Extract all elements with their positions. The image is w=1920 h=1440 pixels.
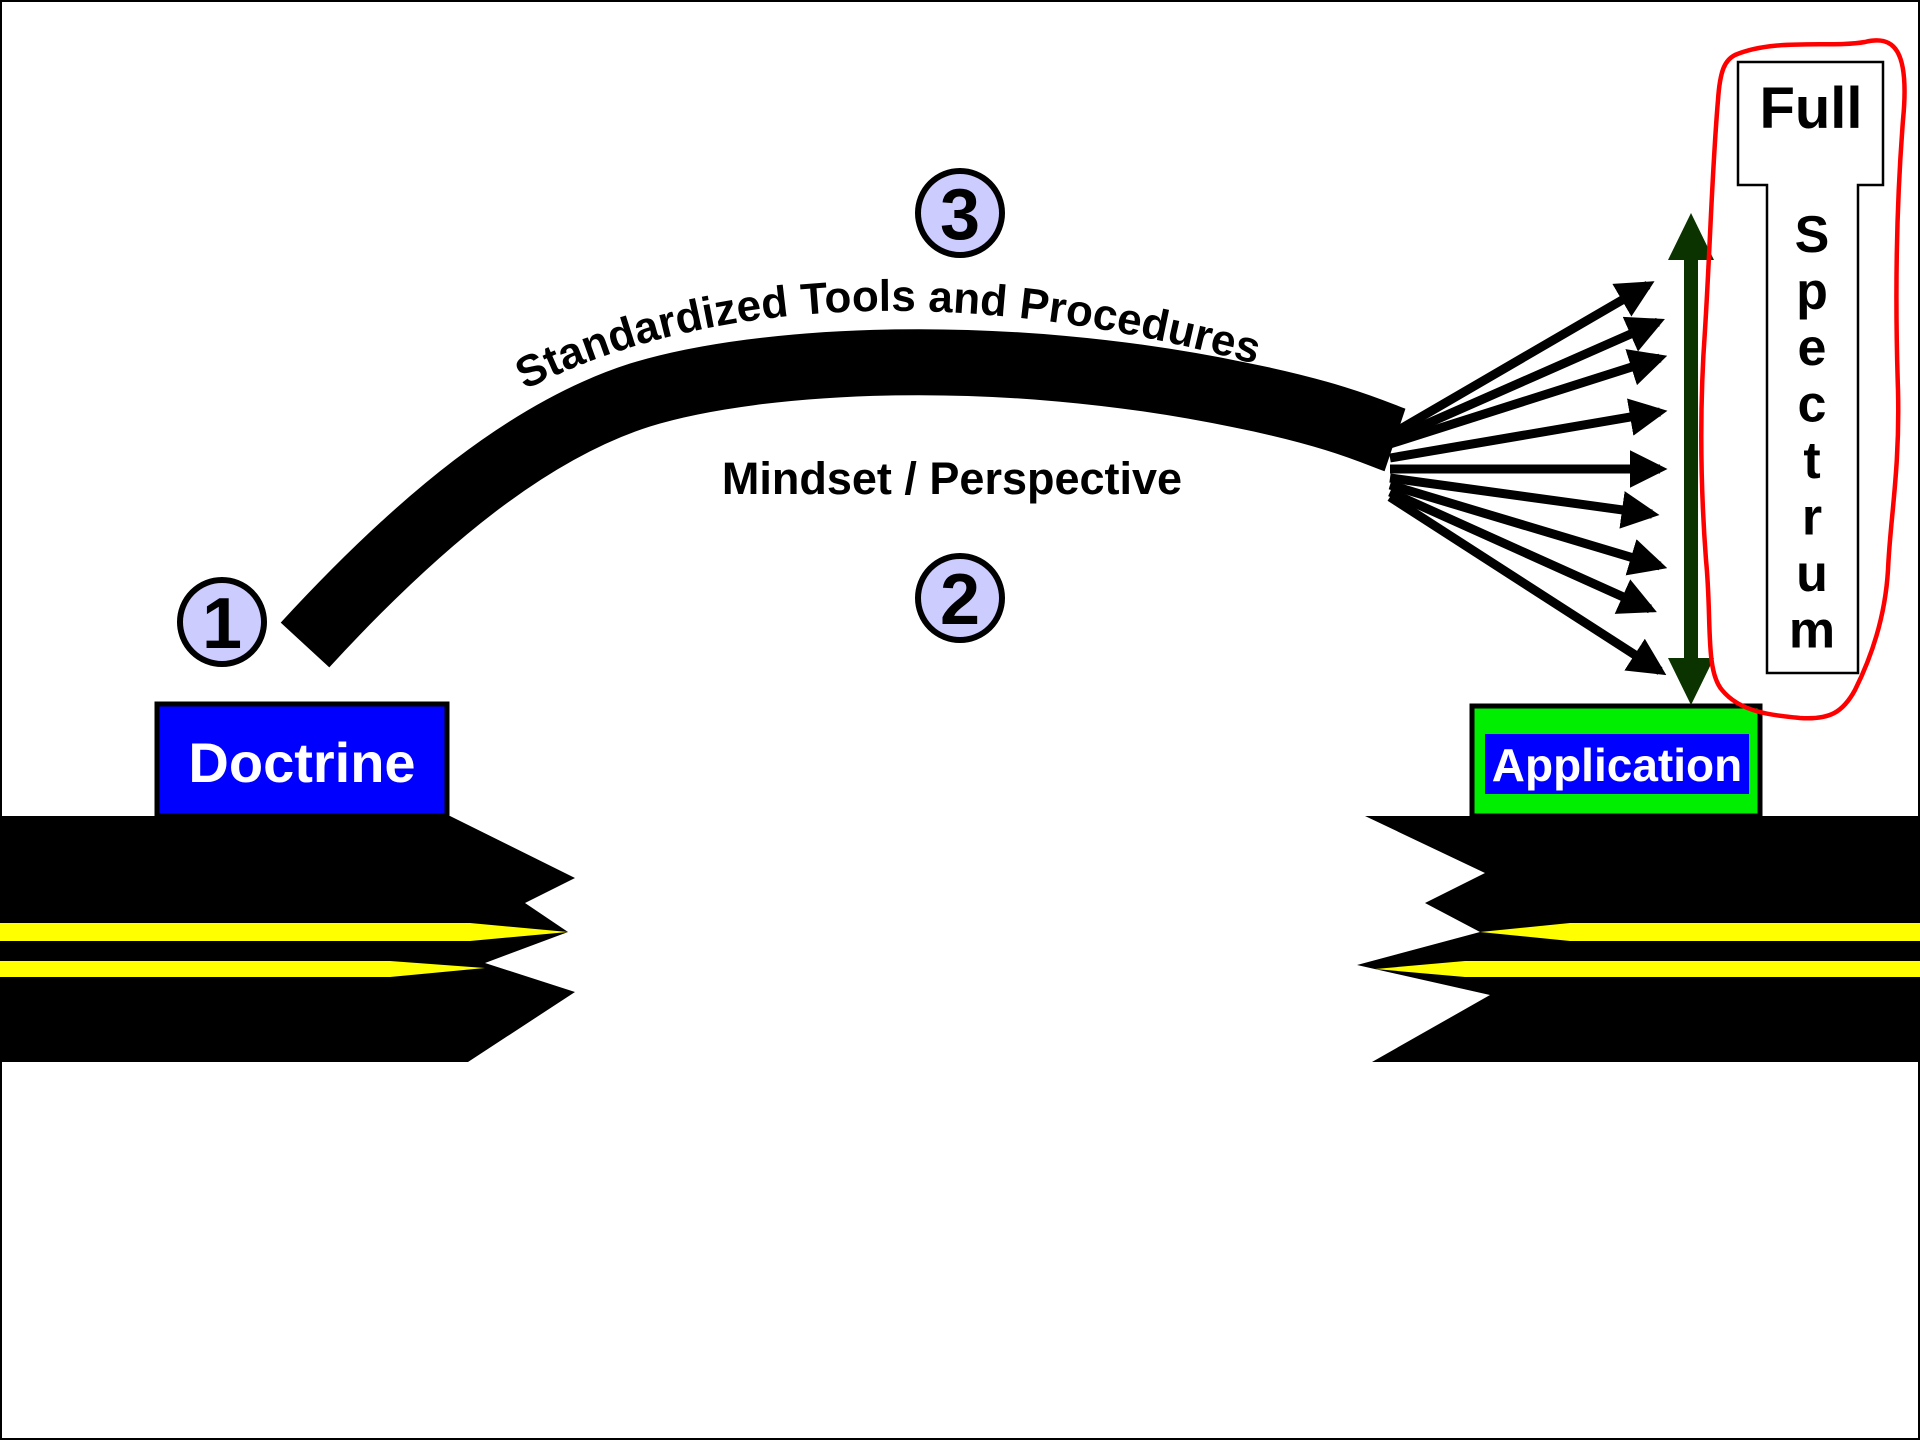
left-road-stripe-2	[0, 961, 485, 977]
badge-2: 2	[915, 553, 1005, 643]
fan-arrow-7	[1388, 480, 1668, 576]
spectrum-letter: r	[1802, 489, 1822, 547]
fan-arrow-2	[1388, 316, 1665, 445]
badge-3-number: 3	[940, 175, 980, 255]
badge-1-number: 1	[202, 584, 242, 664]
spectrum-letter: e	[1798, 319, 1827, 377]
badge-2-number: 2	[940, 560, 980, 640]
right-road-stripe-2	[1375, 961, 1920, 977]
bridge-arc	[280, 329, 1407, 668]
full-spectrum-top-label: Full	[1759, 76, 1862, 141]
spectrum-letter: t	[1803, 432, 1820, 490]
right-road	[1357, 816, 1920, 1062]
right-road-stripe-1	[1480, 923, 1920, 941]
fan-arrows	[1387, 281, 1668, 676]
spectrum-letter: u	[1796, 545, 1828, 603]
fan-arrow-9	[1387, 493, 1667, 676]
spectrum-letter: m	[1789, 602, 1835, 660]
application-label: Application	[1492, 739, 1742, 791]
spectrum-letter: c	[1798, 376, 1827, 434]
left-road-stripe-1	[0, 923, 568, 941]
application-label-bg	[1485, 734, 1749, 794]
badge-1: 1	[177, 577, 267, 667]
left-road	[0, 816, 575, 1062]
highlight-outline	[1699, 38, 1907, 721]
arc-bottom-label: Mindset / Perspective	[722, 453, 1182, 504]
fan-arrow-6	[1389, 473, 1660, 529]
fan-arrow-8	[1388, 487, 1657, 614]
fan-arrow-1	[1387, 281, 1655, 439]
badge-3: 3	[915, 168, 1005, 258]
fan-arrow-3	[1388, 349, 1668, 449]
spectrum-letter: p	[1796, 263, 1828, 321]
application-box: Application	[1469, 703, 1763, 819]
doctrine-label: Doctrine	[188, 731, 415, 794]
fan-arrow-4	[1389, 398, 1668, 463]
spectrum-letter: S	[1795, 206, 1830, 264]
doctrine-box: Doctrine	[154, 701, 450, 819]
range-double-arrow	[1668, 213, 1714, 705]
